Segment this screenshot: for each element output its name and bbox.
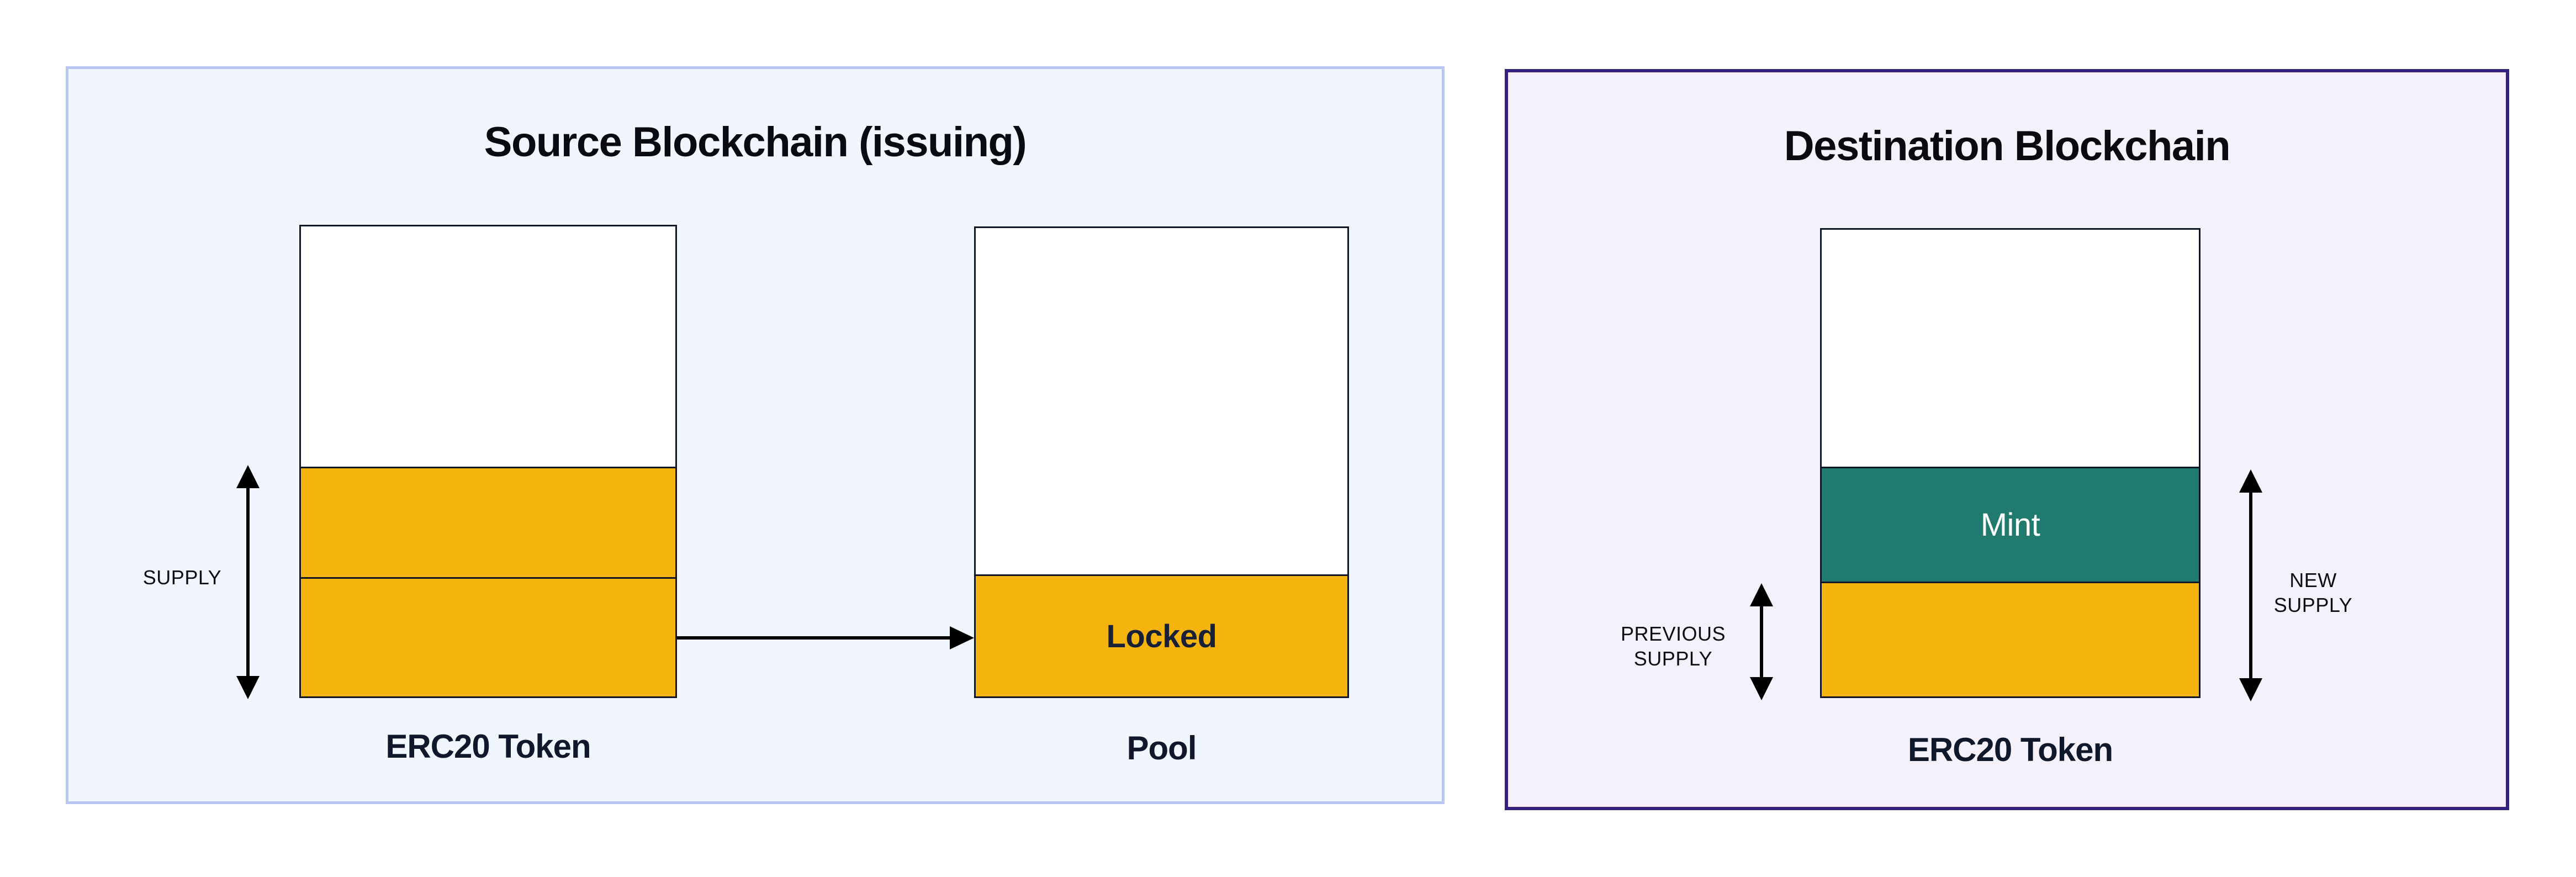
new-supply-label: NEW SUPPLY (2273, 569, 2353, 616)
previous-supply-label: PREVIOUS SUPPLY (1620, 622, 1726, 670)
source-erc20-token-label: ERC20 Token (385, 728, 591, 765)
destination-panel-title: Destination Blockchain (1784, 123, 2231, 170)
supply-label: SUPPLY (142, 566, 222, 589)
pool-locked-region: Locked (976, 574, 1347, 696)
locked-label: Locked (1106, 618, 1217, 654)
transfer-arrow-right-icon (677, 622, 974, 653)
pool-bar: Locked (974, 226, 1349, 698)
new-supply-range-arrow-icon (2239, 469, 2263, 701)
mint-label: Mint (1980, 507, 2040, 543)
previous-supply-region (1822, 582, 2199, 696)
destination-erc20-token-bar: Mint (1820, 228, 2201, 698)
previous-supply-range-arrow-icon (1749, 583, 1774, 700)
mint-region: Mint (1822, 467, 2199, 582)
source-supply-region (301, 467, 675, 696)
pool-label: Pool (1126, 730, 1197, 767)
supply-range-arrow-icon (236, 465, 260, 699)
source-panel-title: Source Blockchain (issuing) (484, 119, 1027, 166)
source-erc20-token-bar (299, 225, 677, 698)
destination-erc20-token-label: ERC20 Token (1907, 731, 2113, 768)
supply-divider-line (301, 577, 675, 579)
